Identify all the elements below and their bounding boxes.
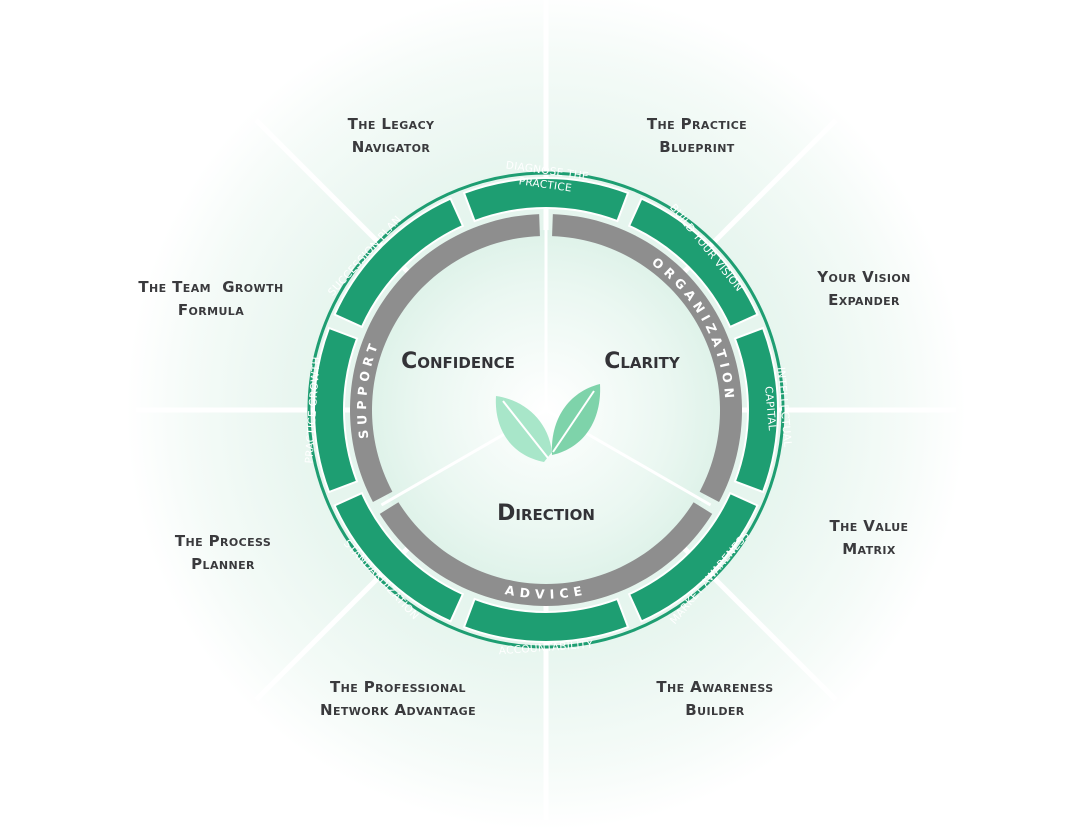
green-service-ring	[307, 171, 785, 649]
segment-succession	[333, 197, 465, 329]
ring-label-advice: ADVICE	[504, 582, 588, 601]
gray-pillar-ring	[350, 214, 742, 606]
label-line: Your Vision	[817, 268, 911, 286]
core-word-clarity: Clarity	[604, 349, 681, 374]
label-legacy-navigator: The Legacy Navigator	[271, 113, 511, 159]
pillar-arc-advice	[379, 502, 713, 606]
label-line: Expander	[828, 291, 900, 309]
label-line: The Team Growth	[138, 278, 284, 296]
label-line: Navigator	[351, 138, 431, 156]
label-line: Matrix	[842, 540, 896, 558]
label-line: Formula	[177, 301, 245, 319]
label-awareness-builder: The Awareness Builder	[595, 676, 835, 722]
segment-intellectual	[733, 326, 779, 494]
label-line: The Value	[829, 517, 909, 535]
label-value-matrix: The Value Matrix	[749, 515, 989, 561]
label-team-growth: The Team Growth Formula	[91, 276, 331, 322]
pillar-arc-organization	[552, 214, 742, 503]
segment-market	[627, 491, 759, 623]
core-word-direction: Direction	[497, 501, 595, 526]
svg-text:CAPITAL: CAPITAL	[762, 386, 778, 432]
label-line: The Legacy	[347, 115, 435, 133]
label-line: The Process	[174, 532, 272, 550]
label-line: Planner	[191, 555, 255, 573]
label-vision-expander: Your Vision Expander	[744, 266, 984, 312]
label-line: Network Advantage	[319, 701, 476, 719]
segment-accountability	[462, 597, 630, 643]
label-line: Builder	[685, 701, 745, 719]
segment-diagnose	[462, 177, 630, 223]
label-line: The Professional	[330, 678, 466, 696]
segment-build	[627, 197, 759, 329]
label-professional-network: The Professional Network Advantage	[278, 676, 518, 722]
label-line: Blueprint	[659, 138, 735, 156]
label-line: The Practice	[646, 115, 748, 133]
leaf-icon	[495, 384, 601, 462]
label-process-planner: The Process Planner	[103, 530, 343, 576]
label-practice-blueprint: The Practice Blueprint	[577, 113, 817, 159]
outer-rim	[307, 171, 785, 649]
label-line: The Awareness	[656, 678, 774, 696]
segment-standardization	[333, 491, 465, 623]
segment-practice-growth	[313, 326, 359, 494]
core-word-confidence: Confidence	[401, 349, 515, 374]
pillar-arc-support	[350, 214, 540, 503]
